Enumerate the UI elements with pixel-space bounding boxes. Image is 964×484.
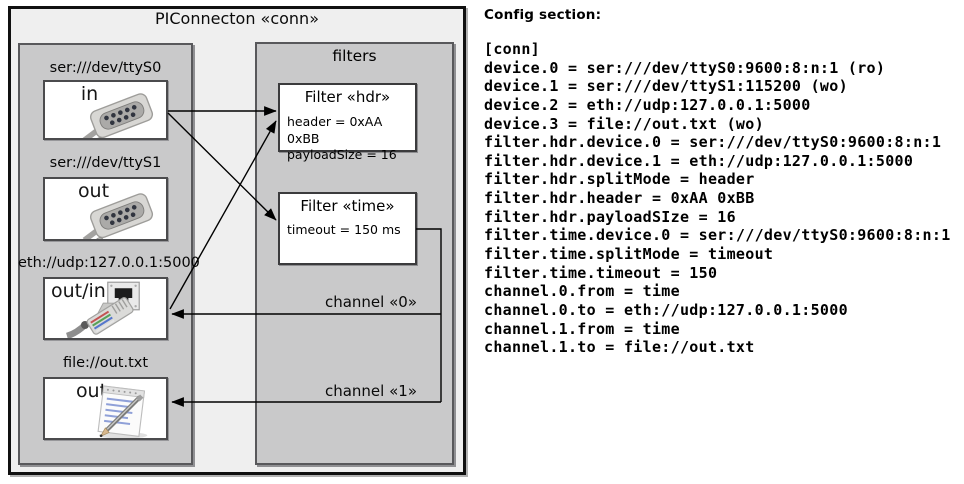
device-box-ttyS1: out [43,177,168,241]
device-uri-eth: eth://udp:127.0.0.1:5000 [18,255,200,271]
filter-time-title: Filter «time» [300,197,395,215]
device-direction: out [77,180,110,202]
pencil-icon [99,394,144,438]
serial-connector-icon [82,193,154,239]
channel-1-label: channel «1» [324,382,417,400]
device-direction: out/in [51,280,106,302]
filters-panel-title: filters [332,47,377,65]
config-line: filter.hdr.header = 0xAA 0xBB [484,189,755,208]
config-line: channel.1.from = time [484,319,680,338]
device-uri-ttyS1: ser:///dev/ttyS1 [49,155,162,171]
filter-hdr-box: Filter «hdr» header = 0xAA 0xBB payloadS… [278,83,417,162]
config-line: [conn] [484,40,540,58]
device-box-file: out [43,377,168,440]
filter-time-prop-timeout: timeout = 150 ms [287,222,401,237]
device-box-eth: out/in [43,277,168,340]
device-direction: in [80,83,99,105]
device-uri-ttyS0: ser:///dev/ttyS0 [49,60,162,76]
channel-0-label: channel «0» [324,293,417,311]
notepad-icon [97,385,148,438]
config-line: device.3 = file://out.txt (wo) [484,114,764,133]
config-line: channel.0.to = eth://udp:127.0.0.1:5000 [484,300,848,319]
config-section-heading: Config section: [484,7,602,23]
filter-time-box: Filter «time» timeout = 150 ms [278,192,417,265]
config-line: device.1 = ser:///dev/ttyS1:115200 (wo) [484,77,848,96]
config-line: filter.time.splitMode = timeout [484,245,774,264]
config-line: filter.time.device.0 = ser:///dev/ttyS0:… [484,226,951,245]
diagram-title: PIConnecton «conn» [155,9,319,28]
filter-hdr-prop-payload: payloadSize = 16 [287,147,397,162]
serial-connector-icon [82,93,154,138]
config-line: device.2 = eth://udp:127.0.0.1:5000 [484,95,811,114]
device-uri-file: file://out.txt [62,355,149,371]
config-line: filter.time.timeout = 150 [484,263,718,282]
config-line: channel.0.from = time [484,282,680,301]
config-line: channel.1.to = file://out.txt [484,338,755,357]
config-line: filter.hdr.device.1 = eth://udp:127.0.0.… [484,151,914,170]
device-direction: out [75,380,108,402]
filter-hdr-title: Filter «hdr» [304,88,391,106]
filter-hdr-prop-header: header = 0xAA 0xBB [287,114,383,146]
ethernet-cable-icon [65,297,134,338]
config-text: [conn] device.0 = ser:///dev/ttyS0:9600:… [484,40,951,357]
config-line: device.0 = ser:///dev/ttyS0:9600:8:n:1 (… [484,58,886,77]
config-line: filter.hdr.payloadSIze = 16 [484,207,736,226]
config-line: filter.hdr.device.0 = ser:///dev/ttyS0:9… [484,133,942,152]
config-line: filter.hdr.splitMode = header [484,170,755,189]
device-box-ttyS0: in [43,80,168,140]
